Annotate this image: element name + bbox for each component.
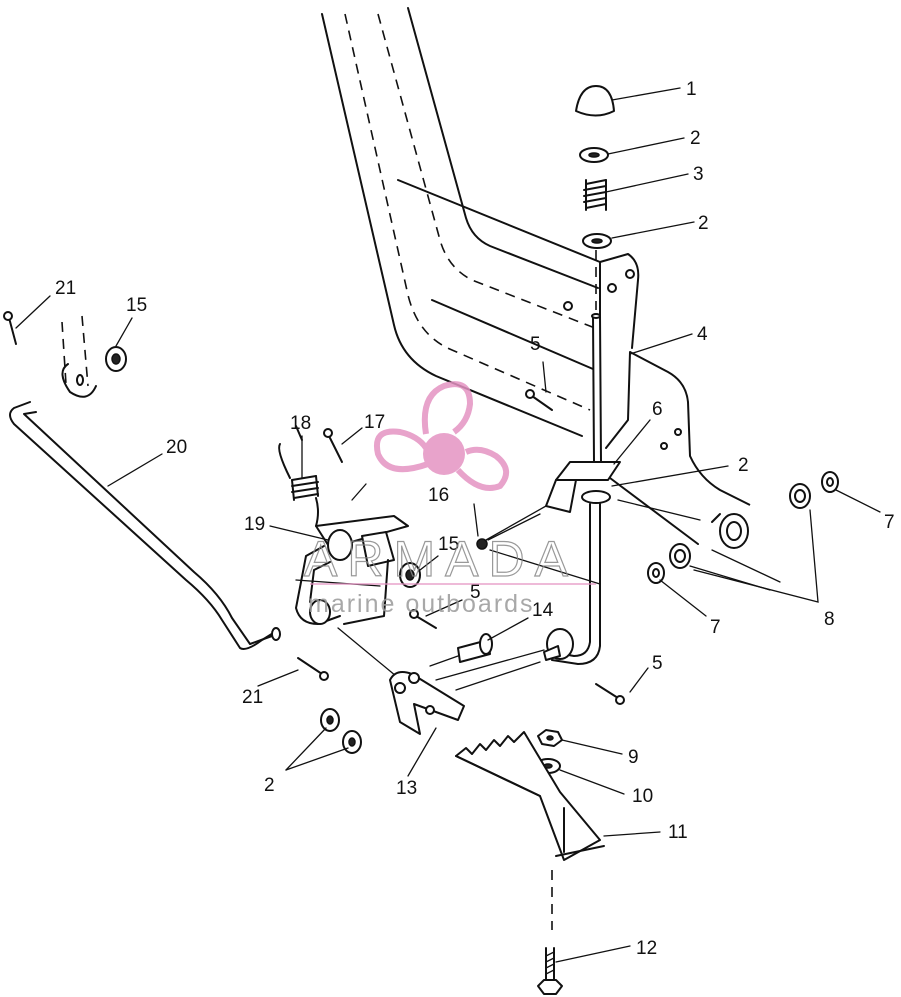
callout-7a: 7 xyxy=(884,512,895,533)
bolt-5-middle xyxy=(409,609,437,629)
leader-lines xyxy=(15,87,881,963)
callout-5c: 5 xyxy=(652,653,663,674)
callout-11: 11 xyxy=(668,822,688,843)
bolt-5-upper xyxy=(525,389,553,411)
armada-propeller-logo xyxy=(374,381,509,491)
callout-16: 16 xyxy=(428,485,449,506)
washers-lower-left xyxy=(320,708,362,754)
callout-2d: 2 xyxy=(264,775,275,796)
washer-middle xyxy=(582,233,612,249)
callout-6: 6 xyxy=(652,399,663,420)
pin-17 xyxy=(323,428,343,463)
callout-2a: 2 xyxy=(690,128,701,149)
callout-2c: 2 xyxy=(738,455,749,476)
callout-19: 19 xyxy=(244,514,265,535)
foot-pedal xyxy=(455,731,605,861)
callout-14: 14 xyxy=(532,600,554,621)
sway-bar xyxy=(9,315,281,650)
return-spring xyxy=(278,425,319,527)
side-panel-frame xyxy=(321,7,640,441)
callout-21a: 21 xyxy=(55,278,76,299)
bolt-16 xyxy=(476,513,541,550)
callout-2b: 2 xyxy=(698,213,709,234)
callout-8: 8 xyxy=(824,609,835,630)
washer-left xyxy=(105,346,127,372)
clevis-pin xyxy=(429,633,493,667)
callout-13: 13 xyxy=(396,778,417,799)
callout-18: 18 xyxy=(290,413,311,434)
callout-5b: 5 xyxy=(470,582,481,603)
callout-1: 1 xyxy=(686,79,697,100)
callout-12: 12 xyxy=(636,938,657,959)
nut xyxy=(537,729,563,747)
watermark-tagline: marine outboards xyxy=(308,590,535,618)
callout-20: 20 xyxy=(166,437,187,458)
watermark-brand: ARMADA xyxy=(304,531,578,587)
washer-top xyxy=(579,147,609,163)
callout-7b: 7 xyxy=(710,617,721,638)
bolt-5-lower xyxy=(595,683,625,705)
cotter-pin-top xyxy=(3,311,17,345)
assembly-lines xyxy=(337,499,701,691)
callout-15b: 15 xyxy=(438,534,459,555)
pivot-bushings xyxy=(609,471,839,591)
spring-top xyxy=(583,179,607,211)
callout-labels: 1 2 3 2 4 5 6 2 21 15 20 18 17 16 19 15 … xyxy=(55,79,895,959)
callout-3: 3 xyxy=(693,164,704,185)
callout-9: 9 xyxy=(628,747,639,768)
linkage-arm xyxy=(295,483,409,625)
callout-21b: 21 xyxy=(242,687,263,708)
pedal-pivot-bracket xyxy=(389,671,465,735)
washer-center xyxy=(399,562,421,588)
callout-5a: 5 xyxy=(530,334,541,355)
cotter-pin-bottom xyxy=(297,657,329,681)
callout-10: 10 xyxy=(632,786,653,807)
watermark: ARMADA marine outboards xyxy=(303,381,596,618)
cap-knob xyxy=(575,85,615,117)
bottom-bolt xyxy=(537,947,563,995)
bracket xyxy=(605,351,751,506)
callout-4: 4 xyxy=(697,324,708,345)
callout-17: 17 xyxy=(364,412,385,433)
callout-15a: 15 xyxy=(126,295,147,316)
vertical-rod xyxy=(543,313,621,665)
